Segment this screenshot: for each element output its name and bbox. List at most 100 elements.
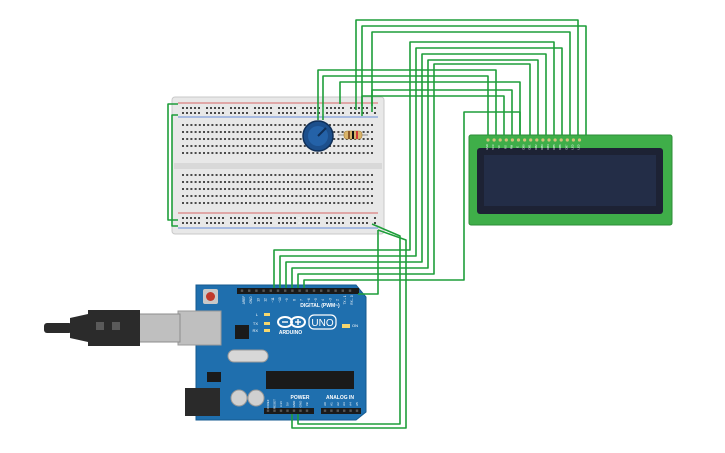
breadboard-hole	[320, 195, 323, 197]
breadboard-hole	[270, 138, 273, 140]
header-pin	[349, 409, 352, 412]
breadboard-hole	[291, 202, 294, 204]
breadboard-hole	[274, 124, 277, 126]
potentiometer[interactable]	[302, 120, 334, 152]
breadboard-hole	[218, 217, 220, 219]
breadboard-hole	[203, 124, 205, 126]
breadboard-hole	[262, 217, 264, 219]
breadboard-hole	[211, 145, 214, 147]
breadboard-hole	[362, 138, 365, 140]
breadboard-hole	[337, 152, 340, 154]
breadboard-hole	[270, 181, 273, 183]
digital-pin-label: GND	[249, 296, 253, 304]
lcd-pin-label: DB4	[546, 144, 550, 150]
breadboard-hole	[342, 107, 344, 109]
breadboard-hole	[228, 181, 231, 183]
breadboard-hole	[354, 112, 356, 114]
breadboard-hole	[270, 131, 273, 133]
breadboard-hole	[334, 217, 336, 219]
breadboard[interactable]	[171, 96, 385, 235]
capacitor-icon	[230, 389, 248, 407]
lcd-pin	[547, 138, 551, 142]
lcd-pin	[510, 138, 514, 142]
led-rx-label: RX	[252, 328, 258, 333]
breadboard-hole	[282, 112, 284, 114]
wires[interactable]	[167, 19, 587, 429]
breadboard-hole	[371, 145, 373, 147]
breadboard-hole	[329, 152, 331, 154]
breadboard-hole	[306, 222, 308, 224]
breadboard-hole	[366, 124, 369, 126]
breadboard-hole	[362, 222, 364, 224]
digital-pin-label: 4	[321, 299, 325, 301]
led-on-icon	[342, 324, 350, 328]
breadboard-hole	[258, 222, 260, 224]
breadboard-hole	[329, 174, 331, 176]
breadboard-hole	[362, 174, 365, 176]
breadboard-hole	[270, 195, 273, 197]
breadboard-hole	[341, 181, 344, 183]
breadboard-hole	[354, 107, 356, 109]
breadboard-hole	[326, 107, 328, 109]
breadboard-hole	[224, 188, 226, 190]
breadboard-hole	[286, 112, 288, 114]
breadboard-hole	[350, 188, 352, 190]
breadboard-hole	[224, 181, 226, 183]
breadboard-hole	[261, 174, 264, 176]
breadboard-hole	[338, 217, 340, 219]
breadboard-hole	[249, 181, 252, 183]
breadboard-hole	[366, 222, 368, 224]
breadboard-hole	[190, 188, 193, 190]
breadboard-hole	[186, 107, 188, 109]
breadboard-hole	[299, 131, 302, 133]
breadboard-hole	[261, 124, 264, 126]
breadboard-hole	[362, 112, 364, 114]
breadboard-hole	[240, 145, 243, 147]
breadboard-hole	[354, 124, 357, 126]
breadboard-hole	[257, 195, 260, 197]
breadboard-hole	[295, 202, 298, 204]
wire	[291, 59, 539, 288]
arduino-uno-board[interactable]: ARDUINO UNO DIGITAL (PWM~) POWER ANALOG …	[177, 284, 367, 421]
breadboard-hole	[330, 217, 332, 219]
usb-plug-icon	[137, 313, 181, 343]
breadboard-hole	[278, 131, 281, 133]
breadboard-hole	[354, 181, 357, 183]
breadboard-hole	[278, 222, 280, 224]
lcd-pin	[553, 138, 557, 142]
breadboard-hole	[182, 217, 184, 219]
breadboard-hole	[308, 174, 310, 176]
breadboard-hole	[318, 217, 320, 219]
breadboard-hole	[312, 152, 315, 154]
breadboard-hole	[337, 174, 340, 176]
breadboard-hole	[190, 152, 193, 154]
breadboard-hole	[249, 152, 252, 154]
breadboard-hole	[341, 145, 344, 147]
breadboard-hole	[290, 112, 292, 114]
breadboard-hole	[341, 131, 344, 133]
breadboard-hole	[190, 124, 193, 126]
arduino-logo	[277, 316, 306, 328]
breadboard-hole	[214, 112, 216, 114]
breadboard-hole	[245, 152, 247, 154]
wire	[285, 53, 547, 288]
breadboard-hole	[190, 145, 193, 147]
breadboard-hole	[219, 131, 222, 133]
breadboard-hole	[194, 181, 197, 183]
breadboard-hole	[274, 202, 277, 204]
breadboard-hole	[186, 217, 188, 219]
breadboard-hole	[278, 112, 280, 114]
breadboard-hole	[230, 222, 232, 224]
breadboard-hole	[338, 222, 340, 224]
breadboard-hole	[287, 202, 289, 204]
header-pin	[343, 409, 346, 412]
power-header	[264, 408, 314, 414]
breadboard-hole	[318, 222, 320, 224]
breadboard-hole	[211, 195, 214, 197]
usb-cable[interactable]	[44, 310, 181, 346]
breadboard-hole	[278, 181, 281, 183]
breadboard-hole	[270, 112, 272, 114]
resistor[interactable]	[338, 130, 368, 140]
